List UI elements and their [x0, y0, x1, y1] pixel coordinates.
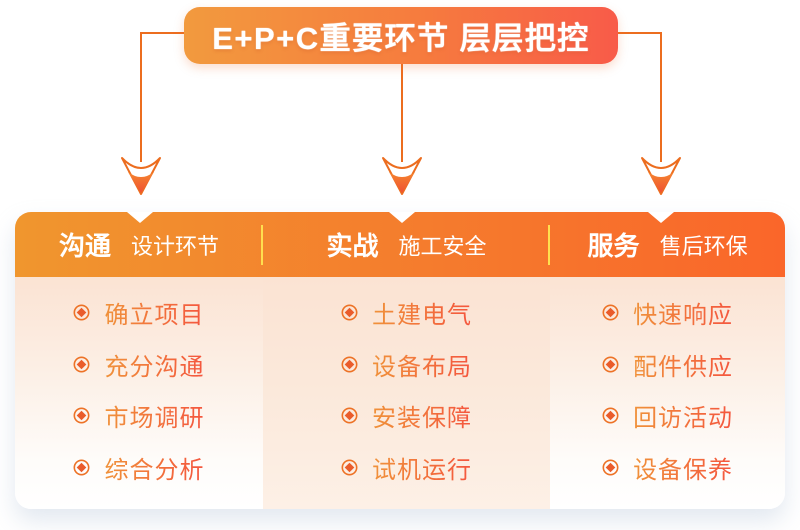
- list-item: 综合分析: [15, 450, 263, 485]
- down-arrow-icon: [382, 157, 422, 195]
- diamond-target-bullet-icon: [341, 356, 358, 373]
- content-card: 沟通 设计环节 实战 施工安全 服务 售后环保 确立项目: [15, 212, 785, 509]
- list-item-label: 市场调研: [104, 398, 204, 433]
- diamond-target-bullet-icon: [602, 356, 619, 373]
- list-item-label: 快速响应: [633, 295, 733, 330]
- column-service: 快速响应 配件供应 回访活动 设备保养: [550, 277, 785, 509]
- header-divider: [548, 225, 551, 265]
- list-item: 配件供应: [550, 347, 785, 382]
- list-item: 设备布局: [263, 347, 550, 382]
- list-item-label: 土建电气: [372, 295, 472, 330]
- list-item: 充分沟通: [15, 347, 263, 382]
- connector-line-right-vertical: [660, 32, 662, 162]
- connector-line-left-vertical: [140, 32, 142, 162]
- list-item-label: 充分沟通: [104, 347, 204, 382]
- diamond-target-bullet-icon: [602, 304, 619, 321]
- page-title: E+P+C重要环节 层层把控: [212, 21, 590, 56]
- diamond-target-bullet-icon: [73, 356, 90, 373]
- diamond-target-bullet-icon: [73, 407, 90, 424]
- header-practice: 实战 施工安全: [263, 212, 551, 277]
- diamond-target-bullet-icon: [341, 459, 358, 476]
- column-practice: 土建电气 设备布局 安装保障 试机运行: [262, 277, 551, 509]
- header-tag: 实战: [326, 231, 379, 261]
- list-item: 回访活动: [550, 398, 785, 433]
- list-item-label: 试机运行: [372, 450, 472, 485]
- list-item-label: 安装保障: [372, 398, 472, 433]
- list-item-label: 配件供应: [633, 347, 733, 382]
- down-arrow-icon: [641, 157, 681, 195]
- list-item-label: 回访活动: [633, 398, 733, 433]
- card-body: 确立项目 充分沟通 市场调研 综合分析 土建电气: [15, 277, 785, 509]
- diamond-target-bullet-icon: [602, 407, 619, 424]
- header-divider: [260, 225, 263, 265]
- down-arrow-icon: [121, 157, 161, 195]
- header-service: 服务 售后环保: [550, 212, 785, 277]
- arrow-notch: [648, 212, 674, 223]
- header-subtitle: 施工安全: [398, 233, 487, 259]
- list-item: 确立项目: [15, 295, 263, 330]
- header-tag: 沟通: [58, 231, 111, 261]
- list-item-label: 设备布局: [372, 347, 472, 382]
- connector-line-middle-vertical: [401, 62, 403, 162]
- diamond-target-bullet-icon: [341, 304, 358, 321]
- header-communication: 沟通 设计环节: [15, 212, 263, 277]
- list-item: 设备保养: [550, 450, 785, 485]
- list-item: 市场调研: [15, 398, 263, 433]
- title-banner: E+P+C重要环节 层层把控: [184, 7, 618, 64]
- diamond-target-bullet-icon: [341, 407, 358, 424]
- list-item: 土建电气: [263, 295, 550, 330]
- list-item: 安装保障: [263, 398, 550, 433]
- arrow-notch: [127, 212, 153, 223]
- diamond-target-bullet-icon: [602, 459, 619, 476]
- diamond-target-bullet-icon: [73, 459, 90, 476]
- list-item-label: 综合分析: [104, 450, 204, 485]
- header-tag: 服务: [587, 231, 640, 261]
- list-item: 试机运行: [263, 450, 550, 485]
- list-item-label: 确立项目: [104, 295, 204, 330]
- arrow-notch: [389, 212, 415, 223]
- column-communication: 确立项目 充分沟通 市场调研 综合分析: [15, 277, 263, 509]
- list-item: 快速响应: [550, 295, 785, 330]
- header-subtitle: 设计环节: [130, 233, 219, 259]
- diamond-target-bullet-icon: [73, 304, 90, 321]
- list-item-label: 设备保养: [633, 450, 733, 485]
- header-subtitle: 售后环保: [659, 233, 748, 259]
